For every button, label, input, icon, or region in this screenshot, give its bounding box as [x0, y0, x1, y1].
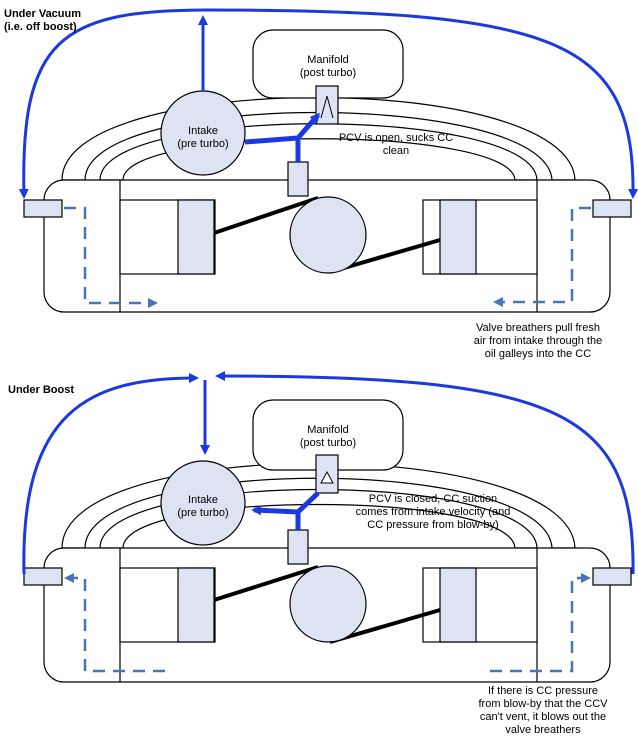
- breather-feed-right: [206, 8, 638, 199]
- breather-feed-left: [18, 8, 208, 199]
- oil-gallery-flow-left: [64, 206, 158, 308]
- oil-gallery-flow-right: [490, 573, 591, 673]
- intake-label: Intake (pre turbo): [177, 125, 229, 150]
- valve-breather-left: [23, 199, 63, 218]
- oil-gallery-flow-left: [64, 573, 165, 673]
- connecting-rod-left: [213, 196, 319, 235]
- ccv-box: [287, 161, 309, 197]
- breather-vent-right: [215, 371, 635, 575]
- valve-breather-left: [23, 567, 63, 586]
- manifold-label: Manifold (post turbo): [299, 54, 357, 79]
- pcv-valve-closed-icon: [320, 470, 334, 484]
- crankshaft: [289, 196, 367, 274]
- pcv-note: PCV is open, sucks CC clean: [338, 132, 454, 157]
- intake-label: Intake (pre turbo): [177, 494, 229, 519]
- pcv-valve: [315, 85, 339, 125]
- panel-title-line: Under Boost: [8, 384, 74, 396]
- valve-breather-right: [592, 199, 632, 218]
- breather-vent-left: [22, 373, 199, 575]
- intake-circle: [160, 460, 246, 546]
- piston-right: [439, 567, 477, 643]
- piston-left: [177, 199, 215, 275]
- panel-under-vacuum: [18, 8, 638, 313]
- oil-gallery-flow-right: [493, 206, 591, 307]
- manifold-label: Manifold (post turbo): [299, 424, 357, 449]
- panel-under-boost: [22, 371, 635, 683]
- pcv-valve-open-icon: [320, 95, 334, 119]
- pcv-note: PCV is closed, CC suction comes from int…: [355, 493, 511, 531]
- panel-title-line: (i.e. off boost): [4, 21, 77, 33]
- panel-title: Under Boost: [8, 384, 74, 397]
- pcv-flow-line: [244, 112, 320, 145]
- panel-title-line: Under Vacuum: [4, 8, 82, 20]
- connecting-rod-left: [213, 565, 319, 602]
- ccv-box: [287, 529, 309, 565]
- piston-left: [177, 567, 215, 643]
- panel-title: Under Vacuum (i.e. off boost): [4, 8, 81, 34]
- valve-breather-right: [592, 567, 632, 586]
- piston-right: [439, 199, 477, 275]
- crankshaft: [289, 565, 367, 643]
- breather-note: Valve breathers pull fresh air from inta…: [473, 322, 603, 360]
- breather-note: If there is CC pressure from blow-by tha…: [478, 685, 608, 736]
